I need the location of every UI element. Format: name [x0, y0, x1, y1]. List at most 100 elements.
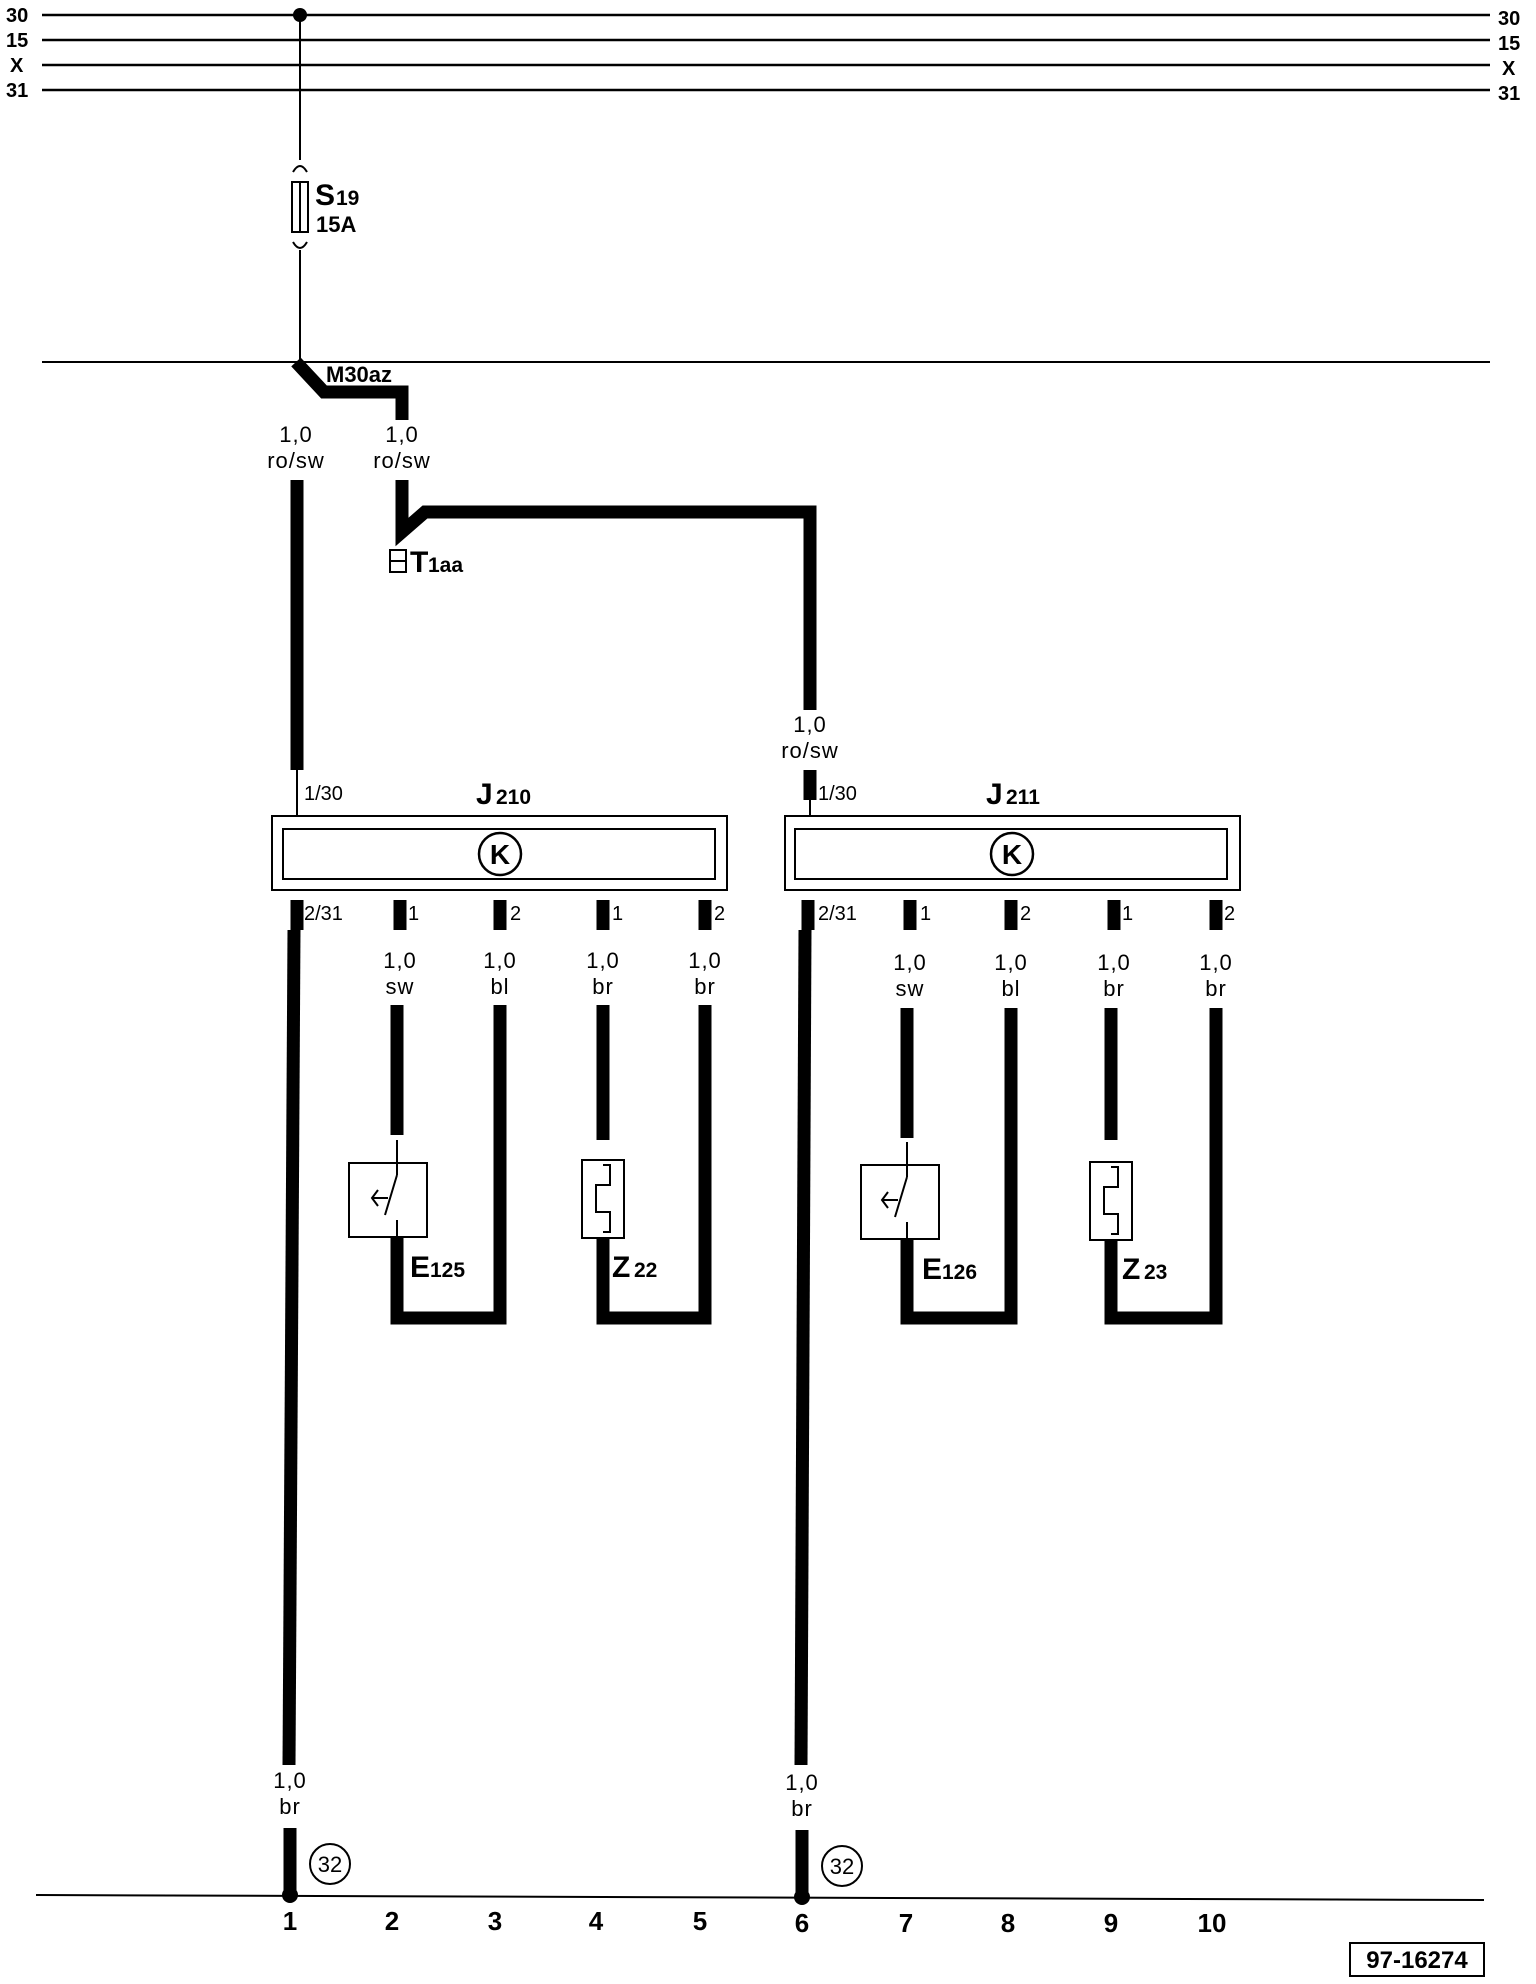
switch-wire-return [390, 1005, 507, 1325]
relay-coil-icon [989, 831, 1035, 877]
relay-coil-icon [477, 831, 523, 877]
wire-color: br [791, 1796, 813, 1821]
fuse-subscript: 19 [336, 187, 359, 210]
supply-bus: 30 15 X 31 30 15 X 31 [6, 5, 1520, 105]
heater-subscript: 22 [634, 1259, 657, 1282]
switch-wire-return [900, 1008, 1018, 1325]
bus-label-left: 30 [6, 5, 28, 27]
relay-subscript: 211 [1006, 786, 1040, 809]
heater-subscript: 23 [1144, 1261, 1167, 1284]
bus-label-right: 15 [1498, 33, 1520, 55]
relay-id: J [476, 778, 493, 811]
relay-pin-label: 2/31 [818, 903, 857, 925]
ground-rail [35, 1894, 1485, 1901]
wire-size: 1,0 [385, 422, 419, 447]
wire-color: sw [896, 976, 925, 1001]
column-number: 2 [385, 1906, 399, 1936]
switch-actuator-icon [880, 1191, 898, 1209]
heater-housing [1089, 1161, 1133, 1241]
ground-point-label: 32 [318, 1852, 342, 1877]
relay-j210: K J 210 1/30 2/31 1 2 1 2 1,0 sw 1,0 bl … [271, 778, 728, 1903]
relay-pin-label: 2 [510, 903, 521, 925]
wire-color: ro/sw [781, 738, 839, 763]
wire-size: 1,0 [279, 422, 313, 447]
wire-size: 1,0 [688, 948, 722, 973]
switch-id: E [922, 1253, 942, 1286]
wire-color: br [1103, 976, 1125, 1001]
column-number: 8 [1001, 1908, 1015, 1938]
heater-id: Z [612, 1251, 630, 1284]
fuse-rating: 15A [316, 212, 356, 237]
fuse-contact-top [292, 165, 308, 173]
column-number: 7 [899, 1908, 913, 1938]
relay-pin-label: 1 [408, 903, 419, 925]
wire-size: 1,0 [383, 948, 417, 973]
wire-color: br [592, 974, 614, 999]
relay-id: J [986, 778, 1003, 811]
switch-id: E [410, 1251, 430, 1284]
wire-size: 1,0 [893, 950, 927, 975]
switch-actuator-icon [370, 1189, 388, 1207]
wire-color: ro/sw [267, 448, 325, 473]
heater-housing [581, 1159, 625, 1239]
relay-pin-label: 1/30 [304, 783, 343, 805]
switch-housing [860, 1164, 940, 1240]
wire-size: 1,0 [793, 712, 827, 737]
wire-color: sw [386, 974, 415, 999]
junction-m30az-wire [291, 357, 409, 420]
wire-color: br [279, 1794, 301, 1819]
bus-label-right: X [1502, 58, 1516, 80]
wire-size: 1,0 [586, 948, 620, 973]
wire-size: 1,0 [273, 1768, 307, 1793]
column-number: 1 [283, 1906, 297, 1936]
fuse-id: S [315, 179, 335, 212]
wire-color: bl [1001, 976, 1020, 1001]
heater-element-icon [595, 1164, 611, 1233]
relay-pin-label: 2 [714, 903, 725, 925]
reference-number: 97-16274 [1366, 1947, 1468, 1974]
ground-wire [794, 929, 812, 1766]
reference-box: 97-16274 [1349, 1942, 1485, 1977]
feed-wire-j211 [395, 480, 817, 710]
heater-wire-return [1104, 1008, 1223, 1325]
bus-label-right: 31 [1498, 83, 1520, 105]
switch-contact [384, 1174, 398, 1216]
column-number: 6 [795, 1908, 809, 1938]
connector-subscript: 1aa [428, 554, 463, 577]
relay-pin-label: 1/30 [818, 783, 857, 805]
connector-id: T [410, 546, 428, 579]
heater-wire-return [596, 1005, 712, 1325]
reference-frame [1349, 1942, 1485, 1977]
relay-pin-label: 2 [1224, 903, 1235, 925]
wire-size: 1,0 [1097, 950, 1131, 975]
bus-label-left: 15 [6, 30, 28, 52]
switch-subscript: 125 [430, 1259, 465, 1282]
wire-color: bl [490, 974, 509, 999]
fuse-contact-bottom [292, 241, 308, 249]
wire-color: br [1205, 976, 1227, 1001]
heater-id: Z [1122, 1253, 1140, 1286]
ground-point-marker [821, 1845, 863, 1887]
ground-wire [282, 929, 301, 1766]
relay-subscript: 210 [496, 786, 531, 809]
fuse-s19: S 19 15A [291, 15, 359, 362]
column-number: 10 [1198, 1908, 1227, 1938]
relay-pin-label: 2 [1020, 903, 1031, 925]
relay-pin-label: 2/31 [304, 903, 343, 925]
column-number: 5 [693, 1906, 707, 1936]
switch-contact [894, 1176, 908, 1218]
switch-housing [348, 1162, 428, 1238]
wire-color: ro/sw [373, 448, 431, 473]
bus-label-right: 30 [1498, 8, 1520, 30]
column-number: 3 [488, 1906, 502, 1936]
heater-element-icon [1103, 1166, 1119, 1235]
column-number: 9 [1104, 1908, 1118, 1938]
wire-color: br [694, 974, 716, 999]
wire-size: 1,0 [785, 1770, 819, 1795]
wire-size: 1,0 [1199, 950, 1233, 975]
ground-point-marker [309, 1843, 351, 1885]
relay-j211: K J 211 1/30 2/31 1 2 1 2 1,0 sw 1,0 bl … [784, 778, 1241, 1905]
bus-label-left: X [10, 55, 24, 77]
column-number: 4 [589, 1906, 604, 1936]
